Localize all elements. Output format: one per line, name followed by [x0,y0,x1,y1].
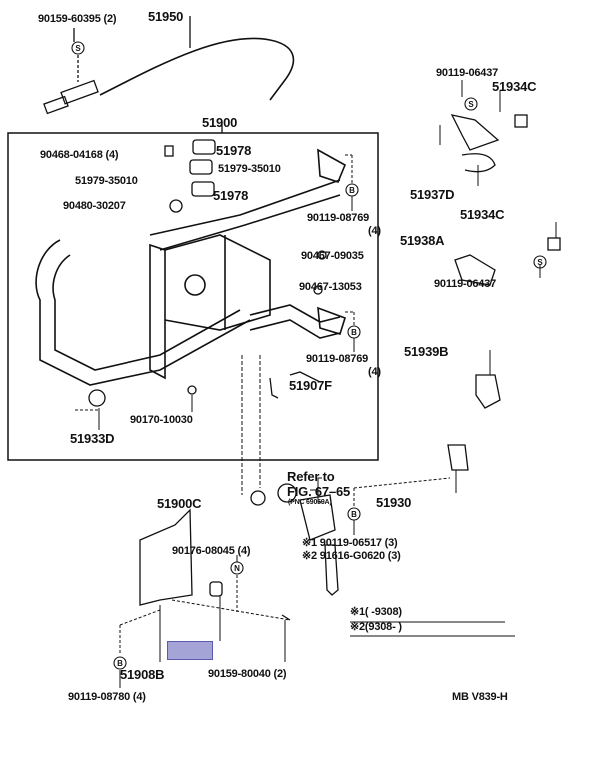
part-label[interactable]: ※2 91616-G0620 (3) [302,550,401,562]
symbol-b: B [351,328,357,337]
part-label[interactable]: 90159-60395 (2) [38,13,117,25]
part-label[interactable]: 51938A [400,233,445,248]
part-label[interactable]: ※1 90119-06517 (3) [302,537,398,549]
reference-link[interactable]: FIG. 67–65 [287,484,351,499]
part-label[interactable]: 90467-09035 [301,250,364,262]
symbol-circles [71,41,547,670]
highlighted-part-label-box[interactable] [167,641,213,660]
part-label[interactable]: 51939B [404,344,449,359]
part-label: (4) [368,366,381,378]
part-label[interactable]: 90176-08045 (4) [172,545,251,557]
frame-tube [35,148,347,386]
part-label[interactable]: 51979-35010 [218,163,281,175]
part-label[interactable]: 90159-80040 (2) [208,668,287,680]
part-label: (4) [368,225,381,237]
part-label[interactable]: 90119-06437 [436,67,499,79]
part-label[interactable]: 90119-06437 [434,278,497,290]
part-label[interactable]: 51900 [202,115,238,130]
legend-note-1: ※1( -9308) [350,606,402,618]
part-label[interactable]: 51978 [213,188,249,203]
part-label[interactable]: 51979-35010 [75,175,138,187]
part-label[interactable]: 51934C [492,79,537,94]
part-label[interactable]: 90467-13053 [299,281,362,293]
symbol-letters: S S B S B B N B [75,44,543,668]
symbol-b: B [349,186,355,195]
reference-pnc: (PNC 69059A) [288,499,332,506]
part-label[interactable]: 51930 [376,495,412,510]
cable-51950 [43,16,295,115]
part-label[interactable]: 90468-04168 (4) [40,149,119,161]
part-label[interactable]: 51907F [289,378,332,393]
part-label[interactable]: 90170-10030 [130,414,193,426]
part-label[interactable]: 90119-08769 [306,353,369,365]
part-label[interactable]: 90480-30207 [63,200,126,212]
symbol-b: B [117,659,123,668]
part-label[interactable]: 51934C [460,207,505,222]
symbol-s: S [468,100,474,109]
part-label[interactable]: 51950 [148,9,184,24]
part-label[interactable]: 90119-08769 [307,212,370,224]
part-label[interactable]: 51908B [120,667,165,682]
part-label[interactable]: 51933D [70,431,115,446]
symbol-n: N [234,564,240,573]
reference-label: Refer to [287,469,335,484]
part-label[interactable]: 51978 [216,143,252,158]
small-parts [88,114,561,621]
symbol-s: S [537,258,543,267]
part-label[interactable]: 51937D [410,187,455,202]
symbol-s: S [75,44,81,53]
legend-note-2: ※2(9308- ) [350,621,402,633]
part-label[interactable]: 90119-08780 (4) [68,691,146,703]
diagram-code: MB V839-H [452,691,508,703]
leader-lines [75,80,557,688]
assembly-box-51900 [7,132,379,461]
part-label[interactable]: 51900C [157,496,202,511]
symbol-b: B [351,510,357,519]
